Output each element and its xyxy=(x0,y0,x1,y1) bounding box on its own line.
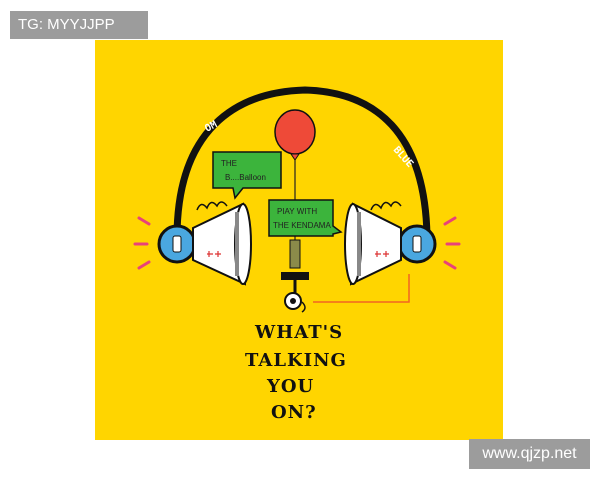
watermark-label: www.qjzp.net xyxy=(469,439,590,469)
bubble-left-line1: THE xyxy=(221,159,237,168)
kendama-cross xyxy=(281,272,309,280)
kendama-handle xyxy=(289,239,301,269)
kendama-ball-mark xyxy=(301,301,306,313)
bubble-center-line1: PIAY WITH xyxy=(277,207,317,216)
bubble-center xyxy=(268,199,343,237)
balloon-knot xyxy=(290,153,300,161)
title-line-1: WHAT'S xyxy=(254,322,343,343)
right-sound-rays xyxy=(443,216,461,270)
headband-arc xyxy=(173,86,431,242)
kendama-ball-eye xyxy=(290,298,296,304)
left-stitch-mark xyxy=(207,251,221,257)
bubble-center-line2: THE KENDAMA xyxy=(273,221,331,230)
right-stitch-mark xyxy=(375,251,389,257)
headband-left-text: OM xyxy=(203,119,219,134)
headphone-cord xyxy=(313,274,410,303)
left-earcup-hub xyxy=(172,235,182,253)
balloon xyxy=(274,109,316,155)
top-left-label: TG: MYYJJPP xyxy=(10,11,148,39)
bubble-left-line2: B....Balloon xyxy=(225,173,266,182)
title-line-4: ON? xyxy=(271,402,317,423)
left-sound-rays xyxy=(133,216,151,270)
title-line-3: YOU xyxy=(266,376,314,397)
artwork-illustration: OM BLUE THE B....Balloon PIAY WITH THE xyxy=(95,40,503,440)
right-doodle xyxy=(370,201,402,211)
left-doodle xyxy=(196,201,228,211)
right-earcup-hub xyxy=(412,235,422,253)
bubble-left xyxy=(212,151,282,200)
title-line-2: TALKING xyxy=(245,350,347,371)
